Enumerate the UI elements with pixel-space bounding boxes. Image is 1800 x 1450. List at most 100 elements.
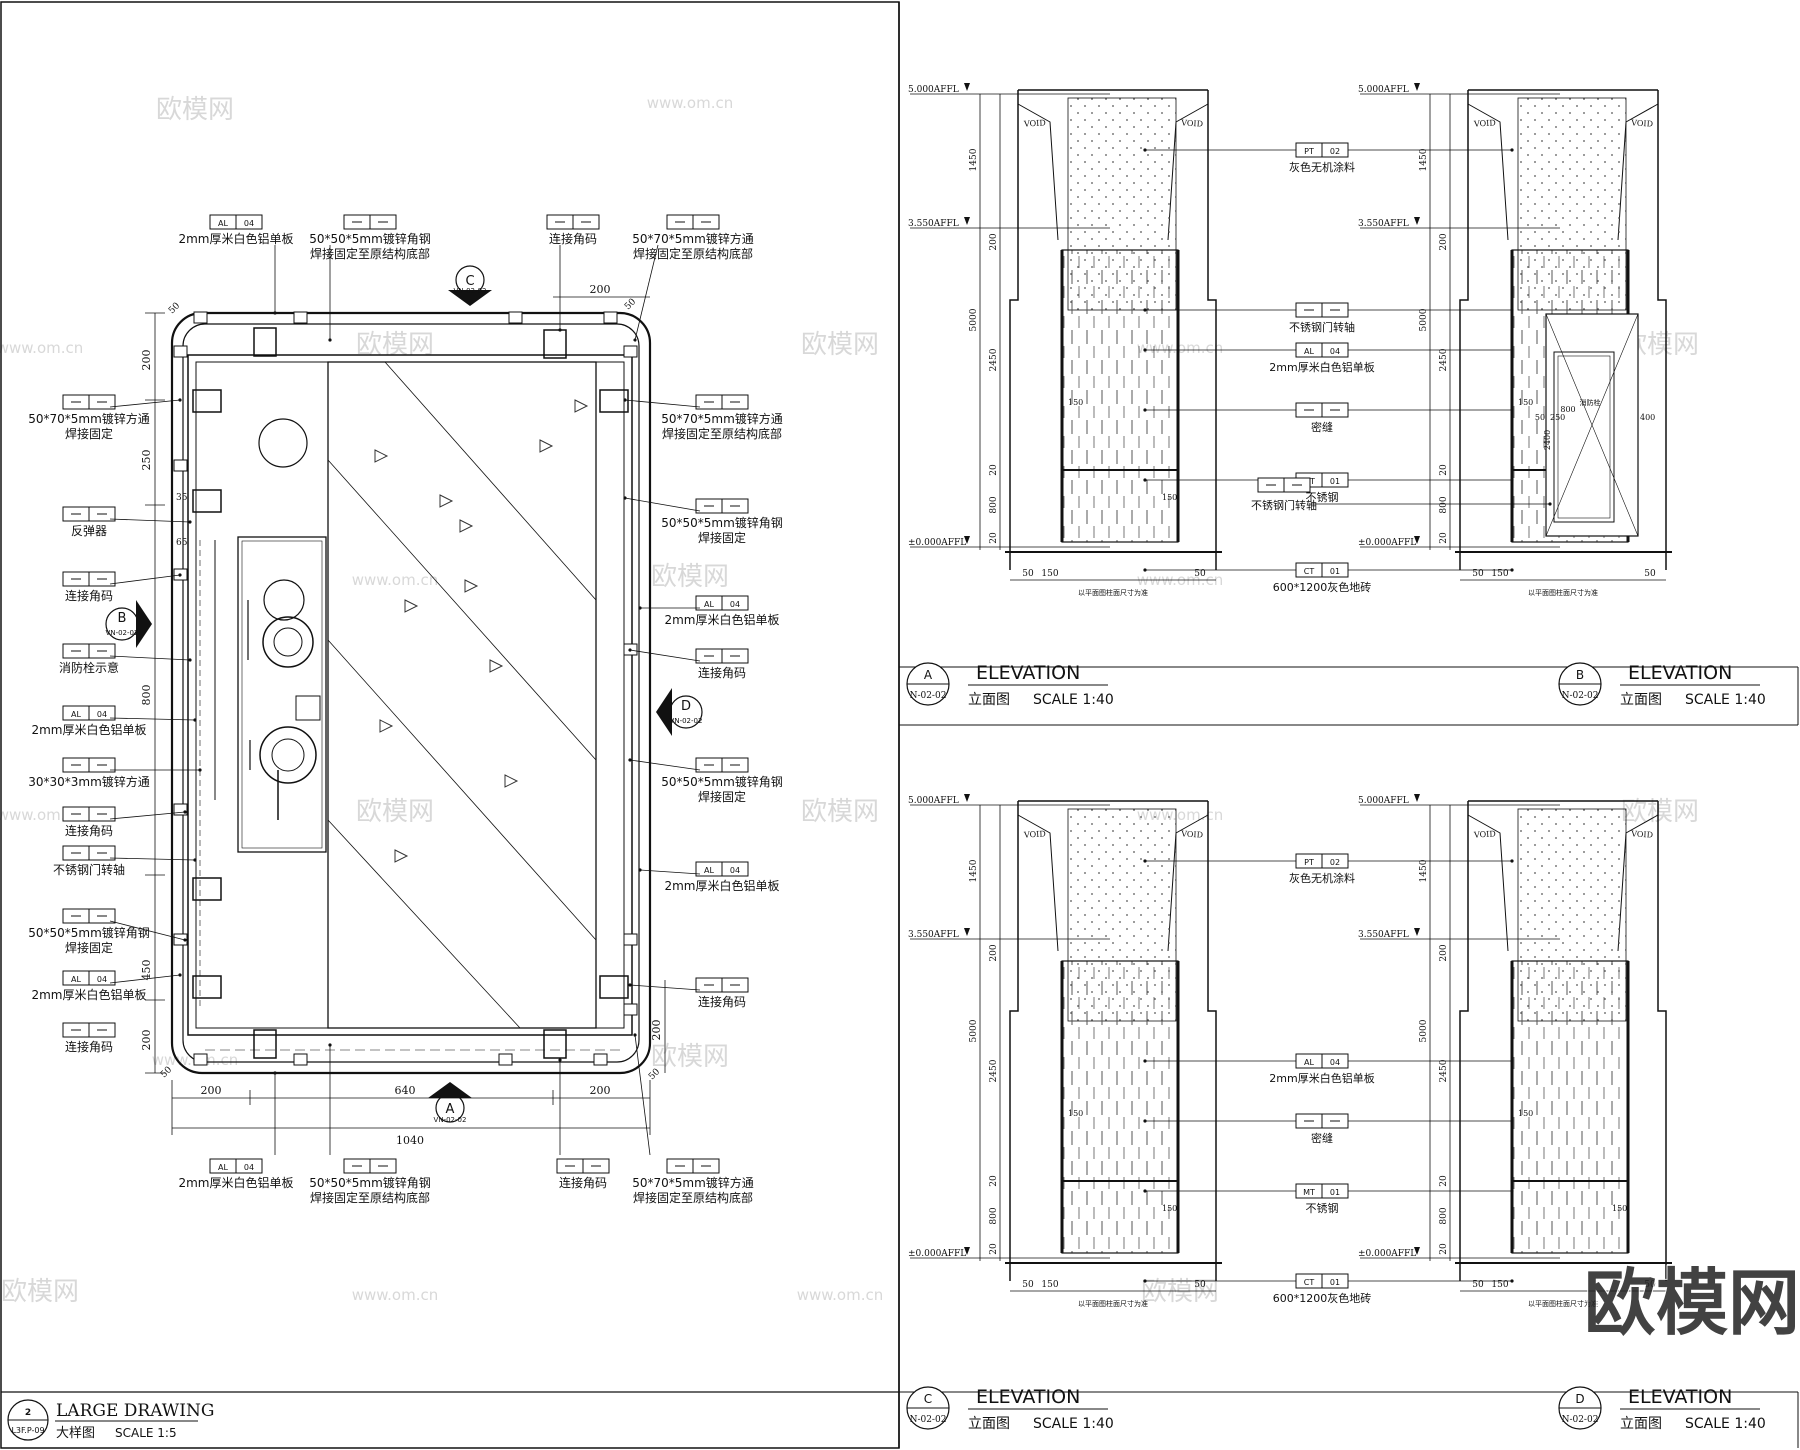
dim-right-200: 200 xyxy=(650,1020,663,1041)
tag-text: 密缝 xyxy=(1311,420,1333,434)
dim-left-200b: 200 xyxy=(140,1030,153,1051)
connector-clip xyxy=(193,311,208,324)
void-label: VOID xyxy=(1630,118,1653,128)
tag-text: 反弹器 xyxy=(71,524,107,538)
tag-text: 50*70*5mm镀锌方通 xyxy=(632,1175,754,1190)
section-marker-c: C VN-02-02 xyxy=(448,265,492,306)
connector-clip xyxy=(498,1053,513,1066)
dim-text: 1450 xyxy=(1419,859,1429,882)
tag-code: AL xyxy=(704,600,714,609)
elevation-ref: N-02-02 xyxy=(1562,691,1599,701)
connector-clip xyxy=(173,803,188,816)
dim-text: 5000 xyxy=(1419,1019,1429,1042)
dim-left-65: 65 xyxy=(176,538,188,548)
plan-title-block: 2 L3F.P-09 LARGE DRAWING 大样图 SCALE 1:5 xyxy=(7,1399,214,1441)
dim-text: 5000 xyxy=(969,308,979,331)
tag-num: 02 xyxy=(1330,858,1340,867)
connector-clip xyxy=(623,1003,638,1016)
watermark-text: 欧模网 xyxy=(356,797,434,827)
dim-text: 50 xyxy=(1644,1280,1656,1290)
dim-text: 20 xyxy=(989,532,999,544)
dim-text: 150 xyxy=(1041,1280,1058,1290)
elevations: 5.000AFFL3.550AFFL±0.000AFFL145020050002… xyxy=(906,83,1766,1432)
dim-text: 1450 xyxy=(969,148,979,171)
section-b-letter: B xyxy=(118,611,127,626)
callout-tag: 连接角码 xyxy=(62,1022,116,1054)
callout-leader xyxy=(638,868,701,875)
dim-text: 150 xyxy=(1041,569,1058,579)
glass-marker xyxy=(379,719,394,733)
callout-leader xyxy=(109,717,197,722)
connector-clip xyxy=(173,459,188,472)
level-mark: 5.000AFFL xyxy=(908,796,959,806)
tag-code: AL xyxy=(71,975,81,984)
connector-clip xyxy=(603,311,618,324)
tag-text: 不锈钢门转轴 xyxy=(1289,320,1355,334)
callout-tag: 连接角码 xyxy=(546,214,600,246)
base-note: 以平面图柱面尺寸为准 xyxy=(1078,588,1148,597)
tag-text: 不锈钢 xyxy=(1306,491,1339,504)
glass-marker xyxy=(574,399,589,413)
tag-text-2: 焊接固定至原结构底部 xyxy=(310,1190,430,1205)
dim-50-tr: 50 xyxy=(623,297,638,312)
plan-large-drawing: C VN-02-02 A VN-02-02 B VN-02-02 D VN-02… xyxy=(7,214,783,1441)
callout-leader xyxy=(633,1033,651,1156)
watermark-text: www.om.cn xyxy=(0,806,83,824)
aluminium-panel xyxy=(1061,249,1179,543)
glass-marker xyxy=(374,449,389,463)
connector-clip xyxy=(508,311,523,324)
watermark-text: 欧模网 xyxy=(651,1042,729,1072)
dim-text: 5000 xyxy=(1419,308,1429,331)
connector-clip xyxy=(193,1053,208,1066)
dim-text: 200 xyxy=(1439,233,1449,250)
watermark-text: www.om.cn xyxy=(797,1286,884,1304)
section-marker-b: B VN-02-02 xyxy=(105,600,152,648)
elevation-callout: 密缝 xyxy=(1143,1113,1514,1145)
glass-marker xyxy=(489,659,504,673)
watermark-text: 欧模网 xyxy=(801,330,879,360)
hydrant-door xyxy=(1553,351,1615,523)
steel-frame-inner xyxy=(195,361,625,1029)
level-mark: ±0.000AFFL xyxy=(908,538,966,548)
void-label: VOID xyxy=(1023,829,1046,839)
plan-sheet-ref: L3F.P-09 xyxy=(11,1426,44,1435)
elevation-ref: N-02-02 xyxy=(910,1415,947,1425)
dim-text: 20 xyxy=(1439,464,1449,476)
connector-clip xyxy=(623,933,638,946)
dim-text: 50 xyxy=(1644,569,1656,579)
connector-clip xyxy=(623,345,638,358)
tag-num: 04 xyxy=(1330,347,1340,356)
callout-leader xyxy=(628,983,701,991)
tag-num: 01 xyxy=(1330,1278,1340,1287)
dim-text: 800 xyxy=(989,496,999,513)
tag-code: CT xyxy=(1304,1278,1315,1287)
dim-text: 50 xyxy=(1472,569,1484,579)
connector-clip xyxy=(173,933,188,946)
callout-tag: 连接角码 xyxy=(695,977,749,1009)
void-label: VOID xyxy=(1180,829,1203,839)
aluminium-panel xyxy=(1511,960,1629,1254)
section-c-letter: C xyxy=(465,274,474,289)
tag-text: 连接角码 xyxy=(559,1175,607,1190)
base-note: 以平面图柱面尺寸为准 xyxy=(1528,588,1598,597)
glass-marker xyxy=(394,849,409,863)
tag-text: 连接角码 xyxy=(549,231,597,246)
glass-panel xyxy=(327,361,597,1029)
elevation-scale: SCALE 1:40 xyxy=(1033,1416,1114,1432)
dim-text: 150 xyxy=(1491,569,1508,579)
dim-text: 1450 xyxy=(969,859,979,882)
void-label: VOID xyxy=(1180,118,1203,128)
tag-text: 灰色无机涂料 xyxy=(1289,160,1355,174)
elevation-scale: SCALE 1:40 xyxy=(1685,692,1766,708)
plan-dimensions xyxy=(145,296,666,1135)
dim-text: 150 xyxy=(1068,1109,1083,1118)
elevation-a: 5.000AFFL3.550AFFL±0.000AFFL145020050002… xyxy=(906,83,1514,708)
level-mark: 5.000AFFL xyxy=(1358,796,1409,806)
tag-text: 不锈钢门转轴 xyxy=(53,862,125,877)
tag-num: 04 xyxy=(244,1163,254,1172)
watermark-text: www.om.cn xyxy=(352,571,439,589)
